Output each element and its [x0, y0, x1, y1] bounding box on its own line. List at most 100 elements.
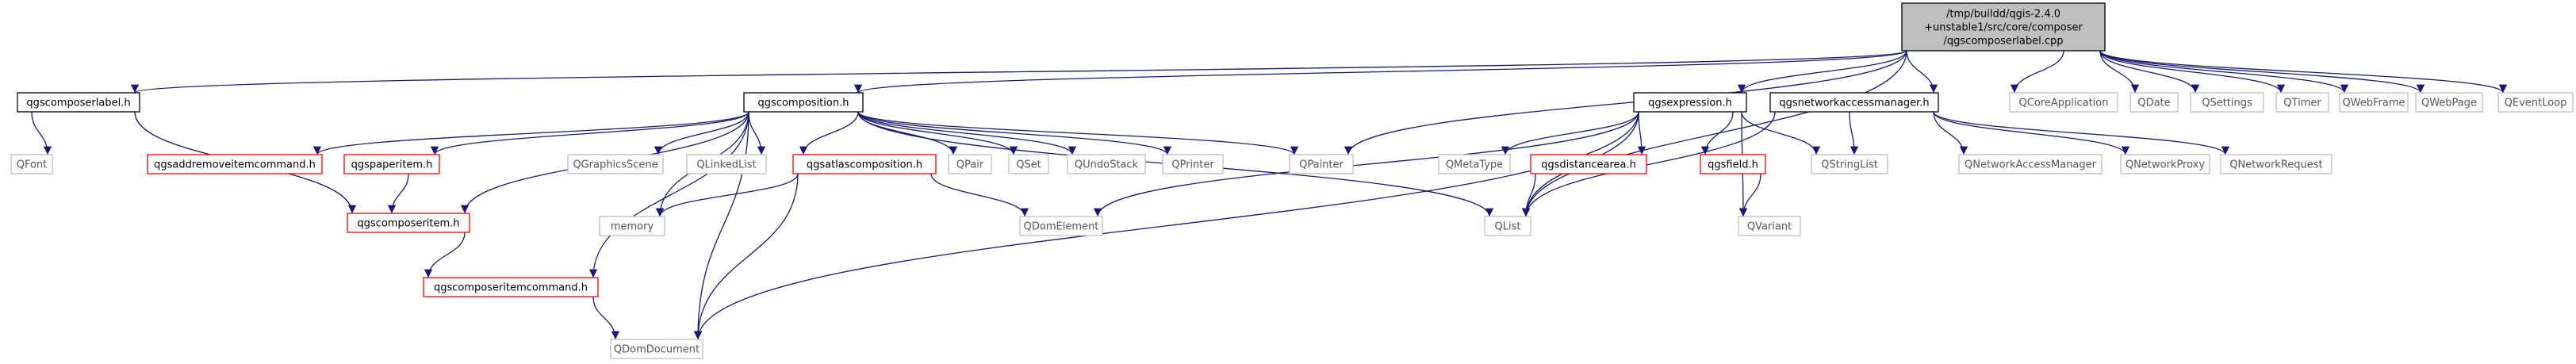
node-box: [1633, 92, 1747, 113]
node-label: QPainter: [1299, 159, 1344, 171]
edge-root-to-QWebPage: [2099, 50, 2425, 94]
edge-qgsnetworkaccessmanager_h-to-QNetworkRequest: [1933, 111, 2230, 155]
edge-qgscomposerlabel_h-to-QFont: [31, 111, 52, 155]
node-label: qgsexpression.h: [1648, 98, 1732, 109]
node-label: qgsaddremoveitemcommand.h: [154, 159, 316, 171]
edge-qgscomposition_h-to-QLinkedList: [748, 111, 766, 155]
node-QNetworkProxy: QNetworkProxy: [2120, 154, 2210, 174]
node-label: QDate: [2137, 98, 2170, 109]
edge-root-to-qgscomposition_h: [854, 50, 1907, 94]
node-box: [1484, 216, 1531, 236]
node-label: qgsdistancearea.h: [1541, 159, 1636, 171]
node-label: QGraphicsScene: [573, 159, 657, 171]
edge-qgsatlascomposition_h-to-memory: [655, 173, 799, 217]
edge-qgscomposition_h-to-qgspaperitem_h: [430, 111, 749, 155]
edge-qgscomposition_h-to-qgsaddremoveitemcommand_h: [313, 111, 749, 155]
node-label: QEventLoop: [2505, 98, 2567, 109]
node-label: QDomElement: [1024, 221, 1099, 233]
edge-qgscomposition_h-to-QUndoStack: [857, 111, 1077, 155]
edge-qgscomposeritemcommand_h-to-QDomDocument: [592, 296, 620, 340]
edge-qgsfield_h-to-QVariant: [1738, 173, 1761, 217]
node-label: QCoreApplication: [2019, 98, 2109, 109]
edge-qgsexpression_h-to-QMetaType: [1501, 111, 1639, 155]
node-box: [1901, 2, 2106, 52]
edge-root-to-QWebFrame: [2099, 50, 2349, 94]
node-qgsdistancearea_h[interactable]: qgsdistancearea.h: [1530, 154, 1647, 174]
edge-qgscomposeritem_h-to-qgscomposeritemcommand_h: [424, 232, 466, 278]
node-label: qgspaperitem.h: [351, 159, 433, 171]
node-box: [2339, 92, 2409, 113]
edge-qgscomposition_h-to-QGraphicsScene: [654, 111, 749, 155]
node-box: [948, 154, 992, 174]
node-qgscomposeritemcommand_h[interactable]: qgscomposeritemcommand.h: [423, 277, 599, 297]
node-qgscomposeritem_h[interactable]: qgscomposeritem.h: [347, 213, 470, 233]
edge-qgspaperitem_h-to-qgscomposeritem_h: [387, 173, 409, 214]
edge-root-to-QSettings: [2099, 50, 2200, 94]
node-box: [343, 154, 440, 174]
edge-root-to-qgscomposerlabel_h: [131, 50, 1907, 94]
node-QFont: QFont: [10, 154, 53, 174]
node-QDomDocument: QDomDocument: [610, 339, 703, 359]
node-qgscomposition_h[interactable]: qgscomposition.h: [743, 92, 864, 113]
node-box: [1811, 154, 1888, 174]
node-QNetworkAccessManager: QNetworkAccessManager: [1958, 154, 2103, 174]
node-label: QStringList: [1821, 159, 1878, 171]
edge-qgsexpression_h-to-QDomElement: [1093, 111, 1639, 217]
edges-layer: [31, 50, 2507, 340]
node-box: [1019, 216, 1103, 236]
node-label: qgscomposerlabel.h: [26, 98, 130, 109]
node-label: QWebFrame: [2342, 98, 2405, 109]
edge-root-to-qgsexpression_h: [1737, 50, 1907, 94]
node-label: QNetworkAccessManager: [1965, 159, 2097, 171]
node-label: QSet: [1016, 159, 1041, 171]
node-label: QMetaType: [1446, 159, 1503, 171]
node-QDate: QDate: [2129, 92, 2179, 113]
edge-qgscomposition_h-to-QPrinter: [857, 111, 1172, 155]
node-label: QSettings: [2202, 98, 2252, 109]
edge-root-to-QCoreApplication: [2010, 50, 2064, 94]
edge-qgscomposition_h-to-qgsatlascomposition_h: [799, 111, 859, 155]
edge-root-to-QList: [1521, 50, 1907, 217]
node-QPainter: QPainter: [1289, 154, 1354, 174]
edge-qgsexpression_h-to-qgsfield_h: [1700, 111, 1734, 155]
node-label: QWebPage: [2421, 98, 2477, 109]
node-label: QList: [1495, 221, 1521, 233]
node-label: QVariant: [1747, 221, 1792, 233]
node-qgsnetworkaccessmanager_h[interactable]: qgsnetworkaccessmanager.h: [1769, 92, 1939, 113]
node-QStringList: QStringList: [1811, 154, 1888, 174]
node-qgspaperitem_h[interactable]: qgspaperitem.h: [343, 154, 440, 174]
node-label: QPair: [956, 159, 984, 171]
node-QMetaType: QMetaType: [1438, 154, 1511, 174]
node-label: QFont: [17, 159, 48, 171]
node-qgsaddremoveitemcommand_h[interactable]: qgsaddremoveitemcommand.h: [147, 154, 323, 174]
edge-qgsnetworkaccessmanager_h-to-QStringList: [1849, 111, 1859, 155]
node-QDomElement: QDomElement: [1019, 216, 1103, 236]
node-box: [2009, 92, 2118, 113]
node-label: QNetworkRequest: [2229, 159, 2322, 171]
node-QSet: QSet: [1008, 154, 1049, 174]
node-label: qgscomposition.h: [758, 98, 849, 109]
node-box: [1008, 154, 1049, 174]
edge-qgsexpression_h-to-QStringList: [1741, 111, 1821, 155]
node-box: [743, 92, 864, 113]
node-label: QDomDocument: [614, 344, 700, 356]
node-root[interactable]: /tmp/buildd/qgis-2.4.0+unstable1/src/cor…: [1901, 2, 2106, 52]
node-box: [2275, 92, 2329, 113]
node-qgsexpression_h[interactable]: qgsexpression.h: [1633, 92, 1747, 113]
edge-qgscomposition_h-to-QPainter: [857, 111, 1298, 155]
node-label: QUndoStack: [1075, 159, 1139, 171]
node-QTimer: QTimer: [2275, 92, 2329, 113]
node-label: QNetworkProxy: [2126, 159, 2205, 171]
node-QWebPage: QWebPage: [2415, 92, 2483, 113]
node-label: QLinkedList: [696, 159, 756, 171]
node-qgscomposerlabel_h[interactable]: qgscomposerlabel.h: [17, 92, 140, 113]
node-QLinkedList: QLinkedList: [686, 154, 767, 174]
node-box: [599, 216, 665, 236]
node-box: [17, 92, 140, 113]
node-label: qgsfield.h: [1708, 159, 1758, 171]
node-box: [567, 154, 664, 174]
node-qgsfield_h[interactable]: qgsfield.h: [1700, 154, 1766, 174]
node-qgsatlascomposition_h[interactable]: qgsatlascomposition.h: [792, 154, 937, 174]
node-box: [1162, 154, 1224, 174]
